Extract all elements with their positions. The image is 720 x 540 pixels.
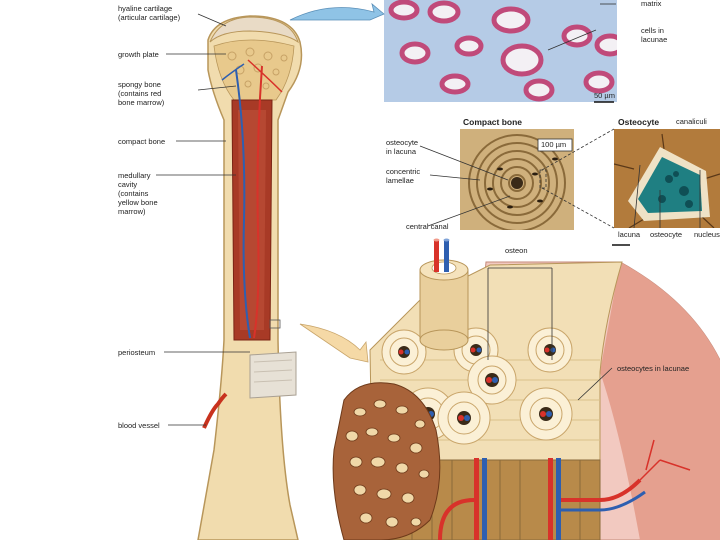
long-bone [198,16,302,540]
label-concentric-lamellae: concentric lamellae [386,167,420,185]
label-growth-plate: growth plate [118,50,159,59]
label-canaliculi: canaliculi [676,117,707,126]
label-central-canal: central canal [406,222,449,231]
compact-bone-title: Compact bone [463,118,522,127]
label-lacuna: lacuna [618,230,640,239]
osteocyte-title: Osteocyte [618,118,659,127]
osteon-block [333,239,720,540]
label-osteocyte-in-lacuna: osteocyte in lacuna [386,138,418,156]
label-matrix: matrix [641,0,661,8]
label-blood-vessel: blood vessel [118,421,160,430]
scale-50um: 50 µm [594,91,615,100]
label-spongy-bone: spongy bone (contains red bone marrow) [118,80,164,107]
scale-100um: 100 µm [541,140,566,149]
label-cells-in-lacunae: cells in lacunae [641,26,667,44]
label-medullary-cavity: medullary cavity (contains yellow bone m… [118,171,158,216]
label-compact-bone: compact bone [118,137,165,146]
label-osteocytes-in-lacunae: osteocytes in lacunae [617,364,689,373]
label-hyaline-cartilage: hyaline cartilage (articular cartilage) [118,4,180,22]
label-nucleus: nucleus [694,230,720,239]
label-periosteum: periosteum [118,348,155,357]
label-osteon: osteon [505,246,528,255]
label-osteocyte: osteocyte [650,230,682,239]
